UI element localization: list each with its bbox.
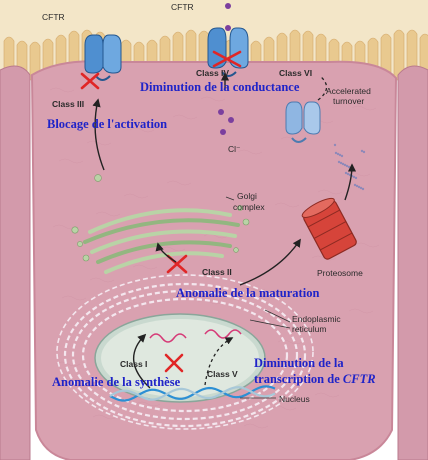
annotation-conductance: Diminution de la conductance (140, 80, 300, 94)
mrna-right (204, 329, 242, 339)
right-neighbor-cell (397, 65, 428, 460)
chloride-ions (218, 3, 234, 135)
defect-crosses (80, 50, 242, 373)
proteasome (301, 197, 357, 260)
annotation-maturation: Anomalie de la maturation (176, 286, 319, 300)
cftr-class-iii-protein (84, 34, 122, 81)
label-class-iii: Class III (52, 99, 84, 109)
dashed-arrows (204, 75, 328, 386)
label-complex: complex (233, 202, 265, 212)
label-turnover: turnover (333, 96, 364, 106)
annotation-transcription-line2: transcription de CFTR (254, 372, 376, 386)
golgi-vesicles (71, 174, 250, 262)
cftr-class-iv-protein (207, 27, 249, 77)
annotation-transcription-text: transcription de (254, 372, 340, 386)
label-class-i: Class I (120, 359, 147, 369)
label-nucleus: Nucleus (279, 394, 310, 404)
dna-helix (109, 385, 276, 402)
label-class-v: Class V (207, 369, 238, 379)
label-accelerated: Accelerated (326, 86, 371, 96)
label-cftr-top: CFTR (171, 2, 194, 12)
label-proteosome: Proteosome (317, 268, 363, 278)
endoplasmic-reticulum (56, 274, 314, 430)
left-neighbor-cell (0, 65, 31, 460)
label-class-ii: Class II (202, 267, 232, 277)
mrna-left (149, 333, 187, 343)
annotation-activation: Blocage de l'activation (47, 117, 167, 131)
pathway-arrows (92, 72, 357, 389)
cftr-class-vi-protein (285, 101, 321, 143)
label-cftr-left: CFTR (42, 12, 65, 22)
label-endoplasmic: Endoplasmic (292, 314, 341, 324)
annotation-transcription-gene: CFTR (343, 372, 376, 386)
leader-lines (225, 196, 291, 399)
annotation-transcription-line1: Diminution de la (254, 356, 344, 370)
label-class-vi: Class VI (279, 68, 312, 78)
label-golgi: Golgi (237, 191, 257, 201)
label-reticulum: reticulum (292, 324, 326, 334)
label-class-iv: Class IV (196, 68, 229, 78)
label-chloride: Cl⁻ (228, 144, 241, 154)
annotation-synthesis: Anomalie de la synthèse (52, 375, 181, 389)
